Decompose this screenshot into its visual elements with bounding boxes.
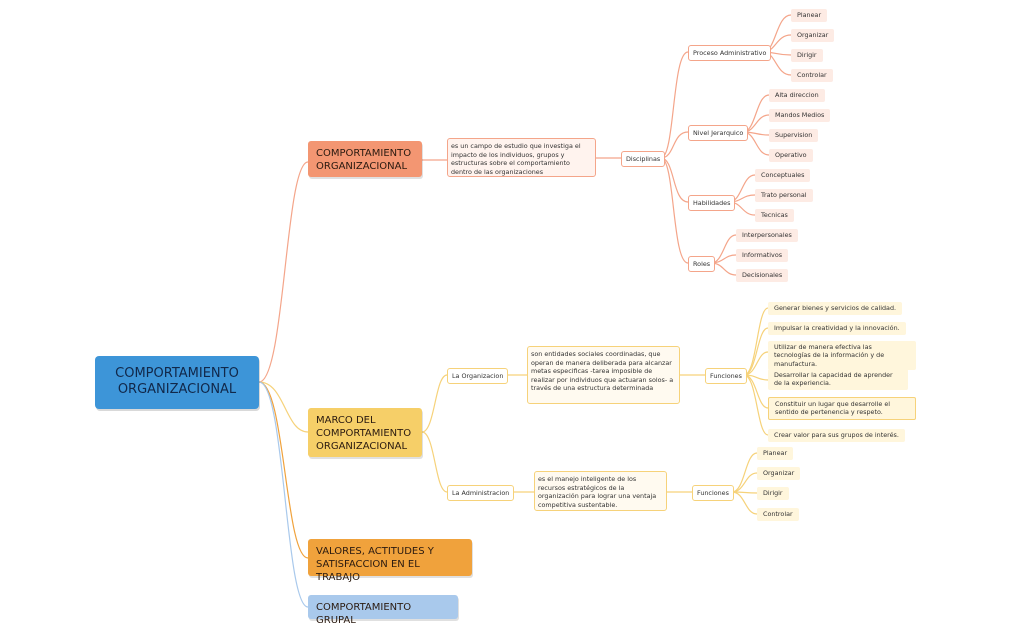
leaf-planear[interactable]: Planear — [791, 9, 828, 22]
branch1-description[interactable]: es un campo de estudio que investiga el … — [447, 138, 596, 177]
la-administracion-node[interactable]: La Administracion — [447, 485, 515, 501]
admin-leaf-planear[interactable]: Planear — [757, 447, 794, 460]
leaf-supervision[interactable]: Supervision — [769, 129, 819, 142]
organizacion-description[interactable]: son entidades sociales coordinadas, que … — [527, 346, 680, 404]
leaf-interpersonales[interactable]: Interpersonales — [736, 229, 798, 242]
leaf-informativos[interactable]: Informativos — [736, 249, 789, 262]
leaf-tecnicas[interactable]: Tecnicas — [755, 209, 794, 222]
branch-marco-del-comportamiento[interactable]: MARCO DEL COMPORTAMIENTO ORGANIZACIONAL — [308, 408, 422, 457]
leaf-trato-personal[interactable]: Trato personal — [755, 189, 813, 202]
leaf-organizar[interactable]: Organizar — [791, 29, 835, 42]
leaf-conceptuales[interactable]: Conceptuales — [755, 169, 811, 182]
branch2-title-line2: COMPORTAMIENTO — [316, 428, 412, 439]
funcion-generar-bienes[interactable]: Generar bienes y servicios de calidad. — [768, 302, 903, 315]
leaf-controlar[interactable]: Controlar — [791, 69, 833, 82]
administracion-funciones-node[interactable]: Funciones — [692, 485, 734, 501]
root-title-line1: COMPORTAMIENTO — [115, 366, 239, 381]
la-organizacion-node[interactable]: La Organizacion — [447, 368, 509, 384]
funcion-crear-valor[interactable]: Crear valor para sus grupos de interés. — [768, 429, 905, 442]
branch3-title-line2: SATISFACCION EN EL TRABAJO — [316, 559, 420, 583]
admin-leaf-dirigir[interactable]: Dirigir — [757, 487, 789, 500]
administracion-description[interactable]: es el manejo inteligente de los recursos… — [534, 471, 667, 511]
roles-node[interactable]: Roles — [688, 256, 716, 272]
root-topic[interactable]: COMPORTAMIENTO ORGANIZACIONAL — [95, 356, 259, 409]
disciplinas-node[interactable]: Disciplinas — [621, 151, 666, 167]
nivel-jerarquico-node[interactable]: Nivel Jerarquico — [688, 125, 749, 141]
branch-comportamiento-grupal[interactable]: COMPORTAMIENTO GRUPAL — [308, 595, 458, 626]
branch-valores-actitudes[interactable]: VALORES, ACTITUDES Y SATISFACCION EN EL … — [308, 539, 472, 583]
branch4-title: COMPORTAMIENTO GRUPAL — [316, 602, 412, 626]
branch1-title-line2: ORGANIZACIONAL — [316, 161, 408, 172]
branch3-title-line1: VALORES, ACTITUDES Y — [316, 546, 434, 557]
habilidades-node[interactable]: Habilidades — [688, 195, 736, 211]
admin-leaf-controlar[interactable]: Controlar — [757, 508, 799, 521]
leaf-operativo[interactable]: Operativo — [769, 149, 813, 162]
leaf-decisionales[interactable]: Decisionales — [736, 269, 789, 282]
funcion-impulsar-creatividad[interactable]: Impulsar la creatividad y la innovación. — [768, 322, 906, 335]
branch1-title-line1: COMPORTAMIENTO — [316, 148, 412, 159]
branch2-title-line3: ORGANIZACIONAL — [316, 441, 408, 452]
funcion-desarrollar-capacidad[interactable]: Desarrollar la capacidad de aprender de … — [768, 369, 908, 390]
root-title-line2: ORGANIZACIONAL — [117, 382, 237, 397]
organizacion-funciones-node[interactable]: Funciones — [705, 368, 747, 384]
leaf-mandos-medios[interactable]: Mandos Medios — [769, 109, 831, 122]
admin-leaf-organizar[interactable]: Organizar — [757, 467, 801, 480]
proceso-administrativo-node[interactable]: Proceso Administrativo — [688, 45, 772, 61]
funcion-utilizar-tecnologias[interactable]: Utilizar de manera efectiva las tecnolog… — [768, 341, 916, 371]
leaf-alta-direccion[interactable]: Alta direccion — [769, 89, 825, 102]
branch-comportamiento-organizacional[interactable]: COMPORTAMIENTO ORGANIZACIONAL — [308, 141, 422, 177]
leaf-dirigir[interactable]: Dirigir — [791, 49, 823, 62]
funcion-constituir-lugar[interactable]: Constituir un lugar que desarrolle el se… — [768, 397, 916, 420]
branch2-title-line1: MARCO DEL — [316, 415, 376, 426]
